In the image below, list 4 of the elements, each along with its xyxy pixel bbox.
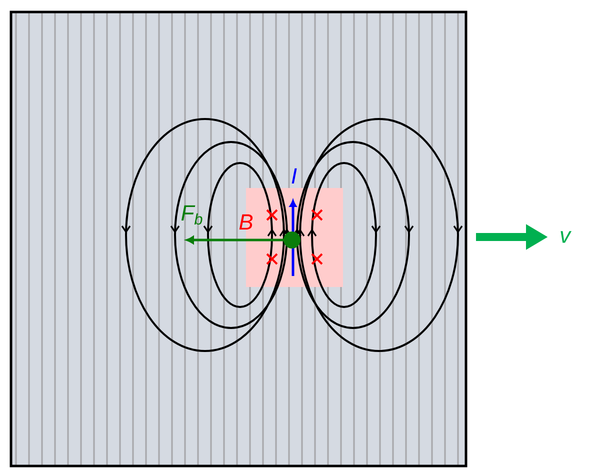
vector-label: F$_{b}$ — [181, 205, 202, 225]
vector-label: I — [292, 168, 297, 184]
vector-label: v — [560, 231, 572, 243]
vector-label: B — [239, 214, 253, 230]
